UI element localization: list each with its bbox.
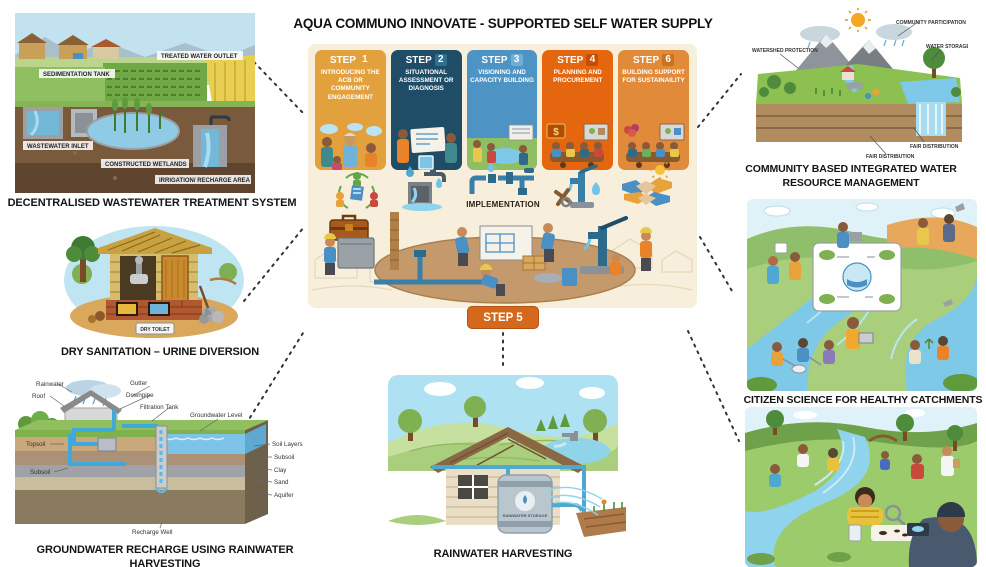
step-number: 3	[510, 54, 523, 66]
dewats-illustration: TREATED WATER OUTLET SEDIMENTATION TANK …	[15, 13, 255, 193]
gw-label-gw-level: Groundwater Level	[190, 412, 242, 419]
step-number: 2	[434, 54, 447, 66]
iwrm-illustration: WATERSHED PROTECTION COMMUNITY PARTICIPA…	[752, 8, 968, 160]
dewats-label-inlet: WASTEWATER INLET	[27, 144, 89, 150]
step-card-1: STEP 1 INTRODUCING THE ACB OR COMMUNITY …	[315, 50, 386, 170]
caption-iwrm: COMMUNITY BASED INTEGRATED WATER RESOURC…	[745, 163, 957, 189]
community-cycle-icon	[336, 172, 378, 209]
caption-rainwater: RAINWATER HARVESTING	[433, 548, 573, 560]
step-card-6: STEP 6 BUILDING SUPPORT FOR SUSTAINAILIT…	[618, 50, 689, 170]
main-title: AQUA COMMUNO INNOVATE - SUPPORTED SELF W…	[293, 16, 713, 31]
toolbox-icon	[329, 214, 369, 241]
pipeline-icon	[469, 164, 534, 195]
iwrm-label-watershed: WATERSHED PROTECTION	[752, 48, 818, 54]
step-word: STEP	[329, 54, 356, 66]
barrel-label: RAINWATER STORAGE	[503, 513, 548, 518]
step-card-3: STEP 3 VISIONING AND CAPACITY BUILDING	[466, 50, 538, 170]
step-number: 4	[586, 54, 599, 66]
gw-label-rainwater: Rainwater	[36, 381, 64, 388]
dewats-label-treated-outlet: TREATED WATER OUTLET	[161, 54, 238, 60]
iwrm-label-storage: WATER STORAGE	[926, 44, 968, 50]
hand-pump-icon	[554, 164, 600, 208]
step-2-scene-illustration	[396, 126, 457, 170]
gw-label-sand: Sand	[274, 479, 289, 486]
step-4-scene-illustration: $	[546, 123, 609, 168]
dewats-label-irrigation: IRRIGATION/ RECHARGE AREA	[159, 178, 251, 184]
iwrm-label-participation: COMMUNITY PARTICIPATION	[896, 20, 966, 26]
gw-label-topsoil: Topsoil	[26, 441, 45, 448]
step-label: BUILDING SUPPORT FOR SUSTAINAILITY	[622, 69, 685, 85]
caption-dewats: DECENTRALISED WASTEWATER TREATMENT SYSTE…	[7, 197, 297, 209]
step-label: SITUATIONAL ASSESSMENT OR DIAGNOSIS	[398, 69, 454, 93]
water-tank-tap-icon	[402, 166, 446, 211]
gw-label-downpipe: Downpipe	[126, 392, 154, 399]
dry-toilet-sign: DRY TOILET	[140, 327, 169, 333]
gw-label-subsoil-left: Subsoil	[30, 469, 50, 476]
step-label: VISIONING AND CAPACITY BUILDING	[470, 69, 534, 85]
citizen-science-illustration	[747, 199, 977, 391]
dewats-label-wetlands: CONSTRUCTED WETLANDS	[105, 162, 187, 168]
step-card-2-header: STEP 2	[391, 50, 462, 66]
step-word: STEP	[405, 54, 432, 66]
connector-line-river-study	[687, 330, 740, 442]
step-1-scene-illustration	[320, 123, 382, 170]
step-card-3-header: STEP 3	[467, 50, 538, 66]
step-card-2: STEP 2 SITUATIONAL ASSESSMENT OR DIAGNOS…	[390, 50, 462, 170]
dry-sanitation-illustration: DRY TOILET	[64, 226, 244, 338]
connector-line-citizen-science	[699, 236, 733, 292]
rainwater-harvesting-illustration: RAINWATER STORAGE	[388, 375, 626, 537]
steps-row: STEP 1 INTRODUCING THE ACB OR COMMUNITY …	[315, 50, 689, 170]
river-study-illustration	[745, 407, 977, 567]
step-word: STEP	[557, 54, 584, 66]
step5-badge: STEP 5	[467, 306, 539, 329]
step-word: STEP	[633, 54, 660, 66]
gw-label-filtration: Filtration Tank	[140, 404, 179, 411]
dewats-label-sedimentation: SEDIMENTATION TANK	[43, 72, 110, 78]
gw-label-gutter: Gutter	[130, 380, 147, 387]
gw-label-recharge-well: Recharge Well	[132, 529, 172, 536]
step-word: STEP	[481, 54, 508, 66]
caption-dry-sanitation: DRY SANITATION – URINE DIVERSION	[60, 346, 260, 358]
gw-label-aquifer: Aquifer	[274, 492, 294, 499]
step-6-scene-illustration	[624, 123, 685, 168]
iwrm-label-fair1: FAIR DISTRIBUTION	[910, 144, 959, 150]
gw-label-clay: Clay	[274, 467, 287, 474]
gw-label-roof: Roof	[32, 393, 45, 400]
step-card-1-header: STEP 1	[315, 50, 386, 66]
step-label: PLANNING AND PROCUREMENT	[553, 69, 603, 85]
caption-citizen-science: CITIZEN SCIENCE FOR HEALTHY CATCHMENTS	[743, 394, 983, 406]
handshake-sun-icon	[622, 162, 672, 206]
connector-line-iwrm	[697, 73, 742, 128]
step-card-4-header: STEP 4	[542, 50, 613, 66]
implementation-scene-illustration	[311, 212, 693, 304]
step-number: 6	[662, 54, 675, 66]
step-3-scene-illustration	[466, 124, 537, 170]
caption-groundwater: GROUNDWATER RECHARGE USING RAINWATER HAR…	[36, 544, 294, 567]
groundwater-recharge-illustration: Rainwater Roof Gutter Downpipe Filtratio…	[15, 380, 303, 536]
dollar-sign: $	[554, 127, 560, 138]
step-card-4: STEP 4 PLANNING AND PROCUREMENT $	[542, 50, 614, 170]
step-card-6-header: STEP 6	[618, 50, 689, 66]
implementation-label: IMPLEMENTATION	[466, 200, 540, 209]
connector-line-dry-sanitation	[243, 226, 305, 302]
gw-label-subsoil: Subsoil	[274, 454, 294, 461]
iwrm-label-fair2: FAIR DISTRIBUTION	[866, 154, 915, 160]
connector-line-dewats	[253, 61, 304, 114]
step-number: 1	[358, 54, 371, 66]
step-label: INTRODUCING THE ACB OR COMMUNITY ENGAGEM…	[321, 69, 380, 101]
gw-label-soil-layers: Soil Layers	[272, 441, 303, 448]
